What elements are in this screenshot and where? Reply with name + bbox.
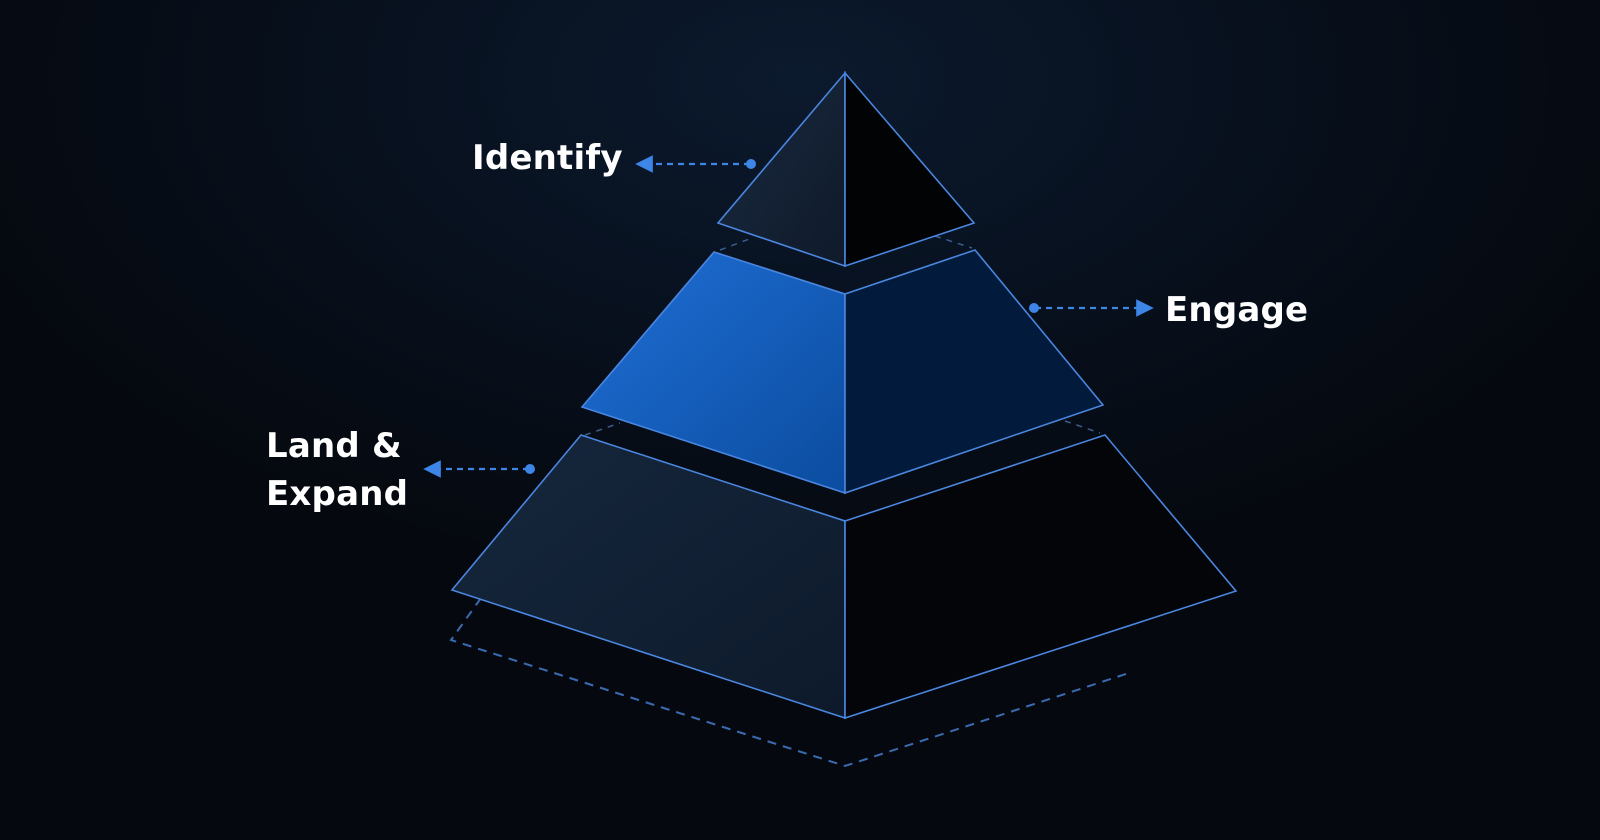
connector-identify bbox=[635, 155, 756, 173]
tier-bottom-land-expand bbox=[450, 420, 1238, 720]
connector-engage bbox=[1029, 299, 1154, 317]
tier-middle-engage bbox=[580, 235, 1105, 495]
label-land-line: Land & bbox=[266, 426, 402, 466]
label-expand-line: Expand bbox=[266, 474, 409, 514]
label-engage: Engage bbox=[1165, 290, 1309, 330]
label-identify: Identify bbox=[472, 138, 623, 178]
base-shadow-outline bbox=[449, 597, 1133, 768]
label-land-expand: Land & Expand bbox=[266, 422, 408, 518]
tier-top-identify bbox=[716, 70, 976, 268]
connector-land-expand bbox=[423, 460, 535, 478]
